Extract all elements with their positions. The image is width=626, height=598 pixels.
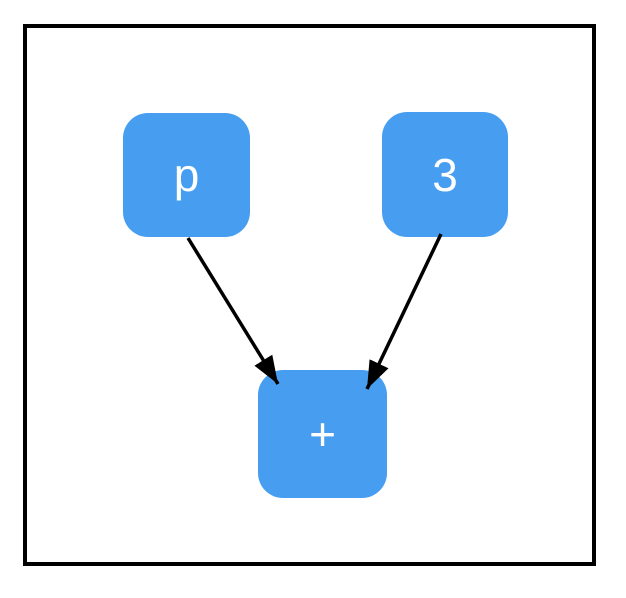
- node-label: p: [173, 149, 200, 201]
- tree-node-operand-3: 3: [382, 112, 508, 237]
- node-label: +: [309, 408, 336, 460]
- tree-node-operator-plus: +: [258, 370, 387, 498]
- node-label: 3: [432, 148, 458, 201]
- tree-node-operand-p: p: [123, 113, 250, 237]
